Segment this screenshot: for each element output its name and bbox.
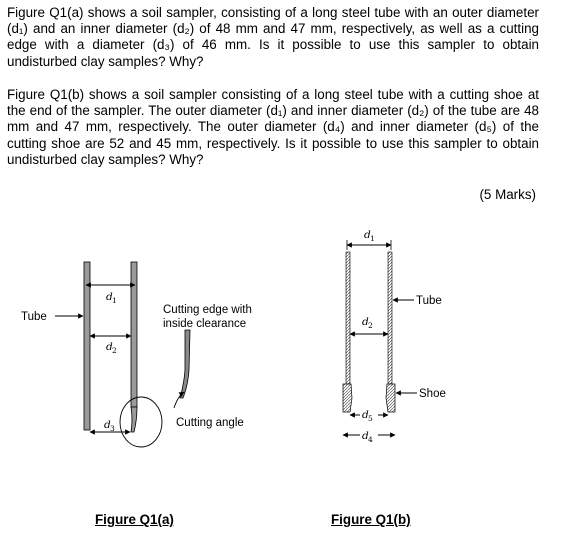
fig-b-d4-label: d <box>362 430 369 442</box>
fig-b-d1-sub: 1 <box>370 234 375 243</box>
fig-b-d1-label: d <box>364 229 371 241</box>
fig-a-cutting-edge <box>130 406 138 433</box>
fig-b-left-wall <box>345 251 351 385</box>
fig-b-d5-sub: 5 <box>368 414 373 423</box>
fig-a-enlarged-edge <box>179 329 191 399</box>
marks-label: (5 Marks) <box>479 187 536 202</box>
question-paragraph-2: Figure Q1(b) shows a soil sampler consis… <box>7 87 539 167</box>
fig-b-right-wall <box>387 251 393 385</box>
fig-a-cutting-angle-label: Cutting angle <box>176 417 244 429</box>
fig-a-cutting-edge-label-2: inside clearance <box>163 318 246 330</box>
fig-a-right-wall <box>130 261 138 408</box>
fig-a-cutting-edge-label-1: Cutting edge with <box>163 304 252 316</box>
fig-b-shoe-label: Shoe <box>419 388 446 400</box>
fig-a-left-wall <box>83 261 91 431</box>
figure-a-diagram: d 1 d 2 d 3 Tube Cutting edge with insid… <box>21 261 252 448</box>
fig-b-d2-label: d <box>362 316 369 328</box>
figure-b-caption: Figure Q1(b) <box>331 512 411 527</box>
fig-a-d3-label: d <box>104 419 111 431</box>
figure-b-diagram: d 1 d 2 d 5 d 4 Tube Shoe <box>342 229 446 444</box>
fig-a-d3-sub: 3 <box>110 424 115 433</box>
fig-b-d5-label: d <box>362 409 369 421</box>
fig-a-angle-arc <box>173 391 185 409</box>
fig-b-d4-sub: 4 <box>368 435 373 444</box>
fig-b-d2-sub: 2 <box>368 321 373 330</box>
fig-b-shoe-right <box>385 383 396 413</box>
fig-b-tube-label: Tube <box>416 295 442 307</box>
figure-a-caption: Figure Q1(a) <box>95 512 174 527</box>
fig-a-d2-label: d <box>106 341 113 353</box>
question-paragraph-1: Figure Q1(a) shows a soil sampler, consi… <box>7 5 539 69</box>
fig-a-d1-sub: 1 <box>112 296 117 305</box>
fig-a-d2-sub: 2 <box>112 346 117 355</box>
fig-a-d1-label: d <box>106 291 113 303</box>
fig-a-tube-label: Tube <box>21 311 47 323</box>
fig-b-shoe-left <box>342 383 353 413</box>
fig-a-detail-circle <box>119 396 163 448</box>
